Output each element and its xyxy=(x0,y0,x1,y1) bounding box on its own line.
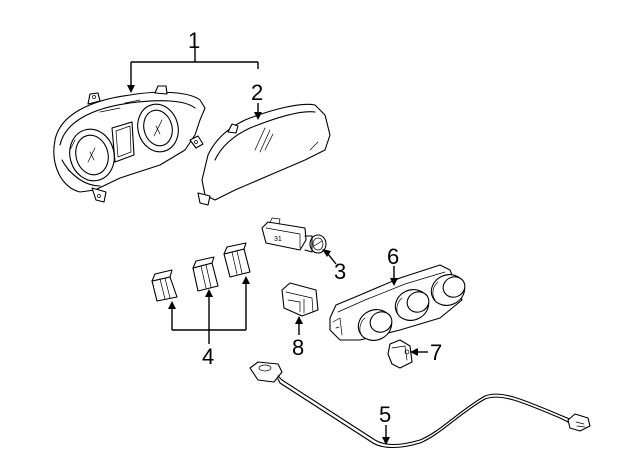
switch-connector[interactable] xyxy=(281,282,319,317)
cluster-lens[interactable] xyxy=(197,103,331,206)
callout-7: 7 xyxy=(430,340,442,365)
usb-aux-harness[interactable] xyxy=(249,361,591,449)
instrument-cluster[interactable] xyxy=(53,85,206,203)
climate-control-panel[interactable] xyxy=(329,264,470,346)
callout-2: 2 xyxy=(251,80,263,105)
switch-blanks[interactable] xyxy=(151,242,251,302)
callout-5: 5 xyxy=(379,402,391,427)
leader-lines xyxy=(127,48,428,445)
callout-1: 1 xyxy=(188,28,200,53)
callout-3: 3 xyxy=(334,259,346,284)
dimmer-switch[interactable]: 31 xyxy=(261,217,327,254)
callout-6: 6 xyxy=(387,244,399,269)
part3-marking: 31 xyxy=(274,236,282,243)
callout-8: 8 xyxy=(292,335,304,360)
control-knob-switch[interactable] xyxy=(387,339,413,369)
callout-4: 4 xyxy=(202,344,214,369)
